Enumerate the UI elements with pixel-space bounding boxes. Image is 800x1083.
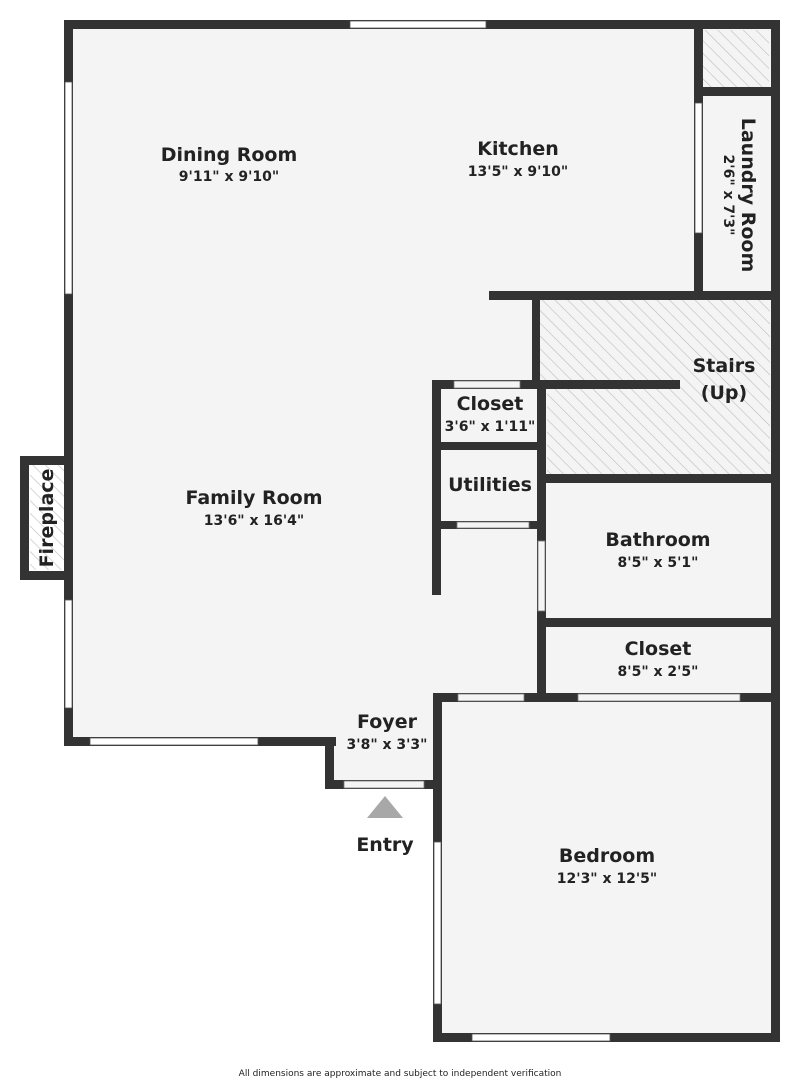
windows <box>64 20 703 1042</box>
utilities-name: Utilities <box>448 474 532 496</box>
footer-note: All dimensions are approximate and subje… <box>239 1069 562 1079</box>
fireplace-name: Fireplace <box>36 469 58 568</box>
dining-room-dim: 9'11" x 9'10" <box>179 169 279 185</box>
closet-upper-name: Closet <box>457 393 524 415</box>
family-room-name: Family Room <box>185 487 322 509</box>
stairs-direction: (Up) <box>701 382 747 404</box>
kitchen-name: Kitchen <box>477 138 559 160</box>
laundry-room-name: Laundry Room <box>737 118 759 273</box>
closet-upper-dim: 3'6" x 1'11" <box>445 419 536 435</box>
foyer-name: Foyer <box>357 711 418 733</box>
bedroom-dim: 12'3" x 12'5" <box>557 871 657 887</box>
fireplace-hatch <box>30 465 64 570</box>
closet-lower-name: Closet <box>625 638 692 660</box>
door-openings <box>343 380 741 789</box>
stairs-name: Stairs <box>693 355 756 377</box>
kitchen-dim: 13'5" x 9'10" <box>468 164 568 180</box>
laundry-room-dim: 2'6" x 7'3" <box>720 155 736 236</box>
foyer-dim: 3'8" x 3'3" <box>347 737 428 753</box>
bathroom-dim: 8'5" x 5'1" <box>618 555 699 571</box>
closet-lower-dim: 8'5" x 2'5" <box>618 664 699 680</box>
dining-room-name: Dining Room <box>161 144 298 166</box>
laundry-hatch <box>703 30 769 87</box>
bedroom-name: Bedroom <box>559 845 655 867</box>
bathroom-name: Bathroom <box>605 529 710 551</box>
entry-label: Entry <box>356 834 414 856</box>
family-room-dim: 13'6" x 16'4" <box>204 513 304 529</box>
entry-arrow-icon <box>367 796 403 818</box>
